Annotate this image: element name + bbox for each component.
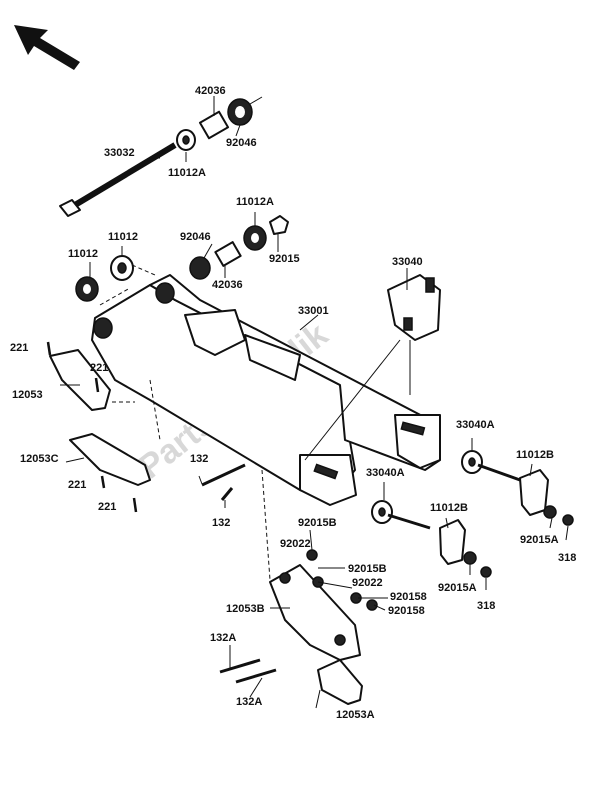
leader-lines — [60, 96, 569, 709]
seal-92015-mid — [269, 215, 289, 235]
screws-221 — [46, 341, 138, 513]
collar-42036-mid — [214, 241, 242, 267]
front-direction-arrow-icon — [14, 25, 80, 70]
label-132A-a: 132A — [210, 632, 236, 644]
sleeve-11012-right — [110, 255, 134, 281]
label-12053: 12053 — [12, 389, 43, 401]
label-33040A-right: 33040A — [456, 419, 495, 431]
bolts-132 — [201, 463, 246, 501]
label-221-a: 221 — [10, 342, 28, 354]
pivot-shaft-33032 — [59, 142, 177, 217]
label-221-c: 221 — [68, 479, 86, 491]
label-42036-top: 42036 — [195, 85, 226, 97]
collar-42036-top — [198, 110, 230, 140]
label-92022-b: 92022 — [352, 577, 383, 589]
chain-slider-12053A — [317, 659, 363, 705]
label-132-a: 132 — [190, 453, 208, 465]
label-92015A-mid: 92015A — [438, 582, 477, 594]
label-11012-left: 11012 — [68, 248, 98, 260]
label-92015-mid: 92015 — [269, 253, 300, 265]
block-11012B-right — [519, 469, 549, 516]
label-92046-top: 92046 — [226, 137, 257, 149]
label-33032: 33032 — [104, 147, 135, 159]
sleeve-11012A-top — [176, 129, 196, 151]
chain-guide-12053B — [269, 564, 361, 661]
chain-guard-33040 — [387, 274, 441, 341]
label-42036-mid: 42036 — [212, 279, 243, 291]
bolts-132A — [219, 658, 277, 684]
label-33040A-mid: 33040A — [366, 467, 405, 479]
label-11012A-mid: 11012A — [236, 196, 274, 208]
label-33001: 33001 — [298, 305, 329, 317]
adjuster-33040A-mid — [371, 500, 431, 530]
label-318-mid: 318 — [477, 600, 495, 612]
sleeve-11012-left — [75, 276, 99, 302]
nut-92015A-right — [543, 505, 574, 526]
bracket-12053C — [69, 433, 151, 486]
label-11012B-mid: 11012B — [430, 502, 468, 514]
label-12053B: 12053B — [226, 603, 265, 615]
adjuster-33040A-right — [461, 450, 521, 482]
bearing-92046-mid — [189, 256, 211, 280]
bracket-12053 — [49, 349, 111, 411]
label-12053A: 12053A — [336, 709, 375, 721]
block-11012B-mid — [439, 519, 466, 565]
swingarm-33001 — [91, 274, 441, 506]
label-92015B-d: 920158 — [388, 605, 425, 617]
label-33040: 33040 — [392, 256, 423, 268]
label-92015B-b: 92015B — [348, 563, 387, 575]
label-11012B-right: 11012B — [516, 449, 554, 461]
label-92015B-c: 920158 — [390, 591, 427, 603]
label-221-d: 221 — [98, 501, 116, 513]
label-318-right: 318 — [558, 552, 576, 564]
label-92022-a: 92022 — [280, 538, 311, 550]
nut-92015A-mid — [463, 551, 492, 578]
label-92015B-a: 92015B — [298, 517, 337, 529]
label-132-b: 132 — [212, 517, 230, 529]
label-12053C: 12053C — [20, 453, 59, 465]
label-92015A-right: 92015A — [520, 534, 559, 546]
label-92046-mid: 92046 — [180, 231, 211, 243]
label-11012-right: 11012 — [108, 231, 138, 243]
label-221-b: 221 — [90, 362, 108, 374]
bearing-11012A-mid — [243, 225, 267, 251]
label-11012A-top: 11012A — [168, 167, 206, 179]
label-132A-b: 132A — [236, 696, 262, 708]
bearing-92046-top — [227, 96, 263, 126]
